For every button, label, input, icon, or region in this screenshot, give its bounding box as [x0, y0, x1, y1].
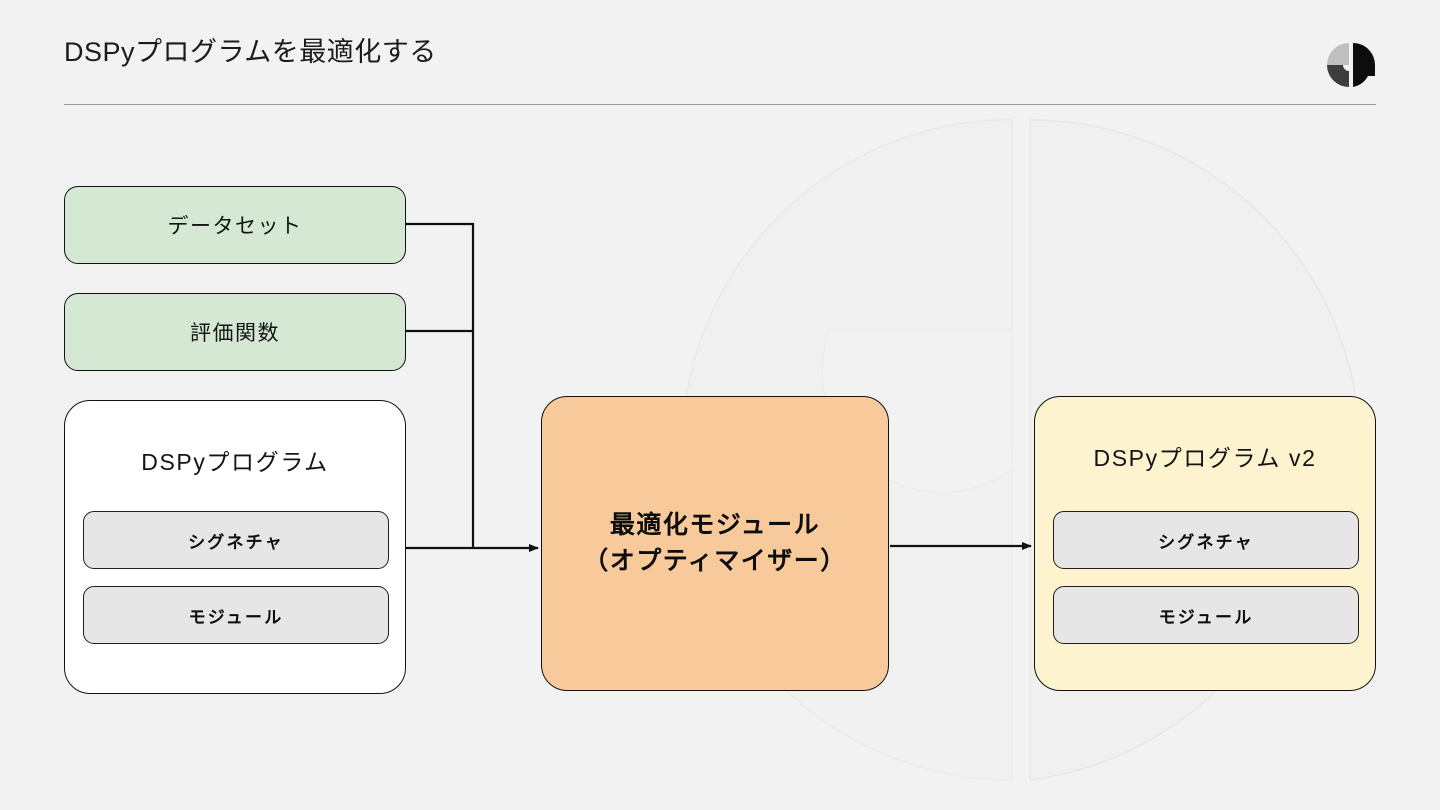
subbox-signature-label: シグネチャ — [188, 532, 284, 552]
node-dspy-program-v2-label: DSPyプログラム v2 — [1093, 445, 1317, 471]
subbox-signature[interactable]: シグネチャ — [83, 511, 389, 569]
node-optimizer-label: 最適化モジュール （オプティマイザー） — [583, 508, 847, 579]
subbox-module-v2-label: モジュール — [1158, 607, 1254, 627]
subbox-module[interactable]: モジュール — [83, 586, 389, 644]
node-dataset[interactable]: データセット — [64, 186, 406, 264]
node-dspy-program-label: DSPyプログラム — [141, 449, 329, 475]
header-divider — [64, 104, 1376, 105]
node-optimizer[interactable]: 最適化モジュール （オプティマイザー） — [541, 396, 889, 691]
page-header: DSPyプログラムを最適化する — [0, 0, 1440, 106]
node-optimizer-label-line2: （オプティマイザー） — [583, 546, 847, 575]
node-optimizer-label-line1: 最適化モジュール — [609, 511, 821, 539]
node-metric[interactable]: 評価関数 — [64, 293, 406, 371]
node-dspy-program[interactable]: DSPyプログラム シグネチャ モジュール — [64, 400, 406, 694]
subbox-signature-v2[interactable]: シグネチャ — [1053, 511, 1359, 569]
page-title: DSPyプログラムを最適化する — [64, 36, 437, 67]
subbox-module-v2[interactable]: モジュール — [1053, 586, 1359, 644]
node-dataset-label: データセット — [167, 215, 303, 238]
brand-logo-icon — [1327, 43, 1375, 87]
node-dspy-program-v2[interactable]: DSPyプログラム v2 シグネチャ モジュール — [1034, 396, 1376, 691]
subbox-module-label: モジュール — [188, 607, 284, 627]
subbox-signature-v2-label: シグネチャ — [1158, 532, 1254, 552]
node-metric-label: 評価関数 — [190, 322, 280, 345]
